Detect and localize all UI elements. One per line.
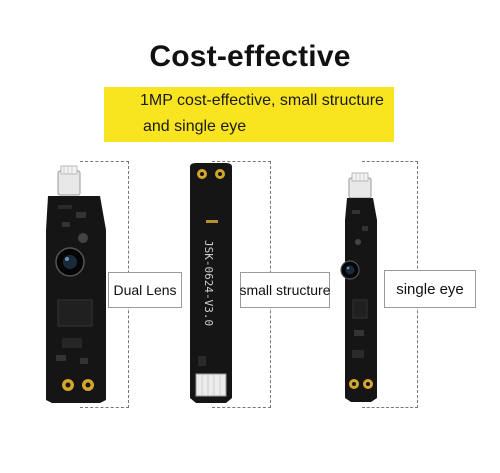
banner-text-line1: 1MP cost-effective, small structure	[140, 92, 384, 109]
small-structure-module: JSK-0624-V3.0	[190, 163, 232, 403]
single-eye-module	[340, 172, 377, 402]
page-title: Cost-effective	[149, 40, 351, 73]
dual-lens-module	[46, 165, 106, 403]
highlight-banner	[104, 87, 394, 142]
label-single-eye: single eye	[384, 270, 476, 308]
label-dual-lens: Dual Lens	[108, 272, 182, 308]
label-small-structure: small structure	[239, 272, 331, 308]
banner-text-line2: and single eye	[143, 118, 247, 135]
board-silkscreen: JSK-0624-V3.0	[202, 240, 215, 326]
